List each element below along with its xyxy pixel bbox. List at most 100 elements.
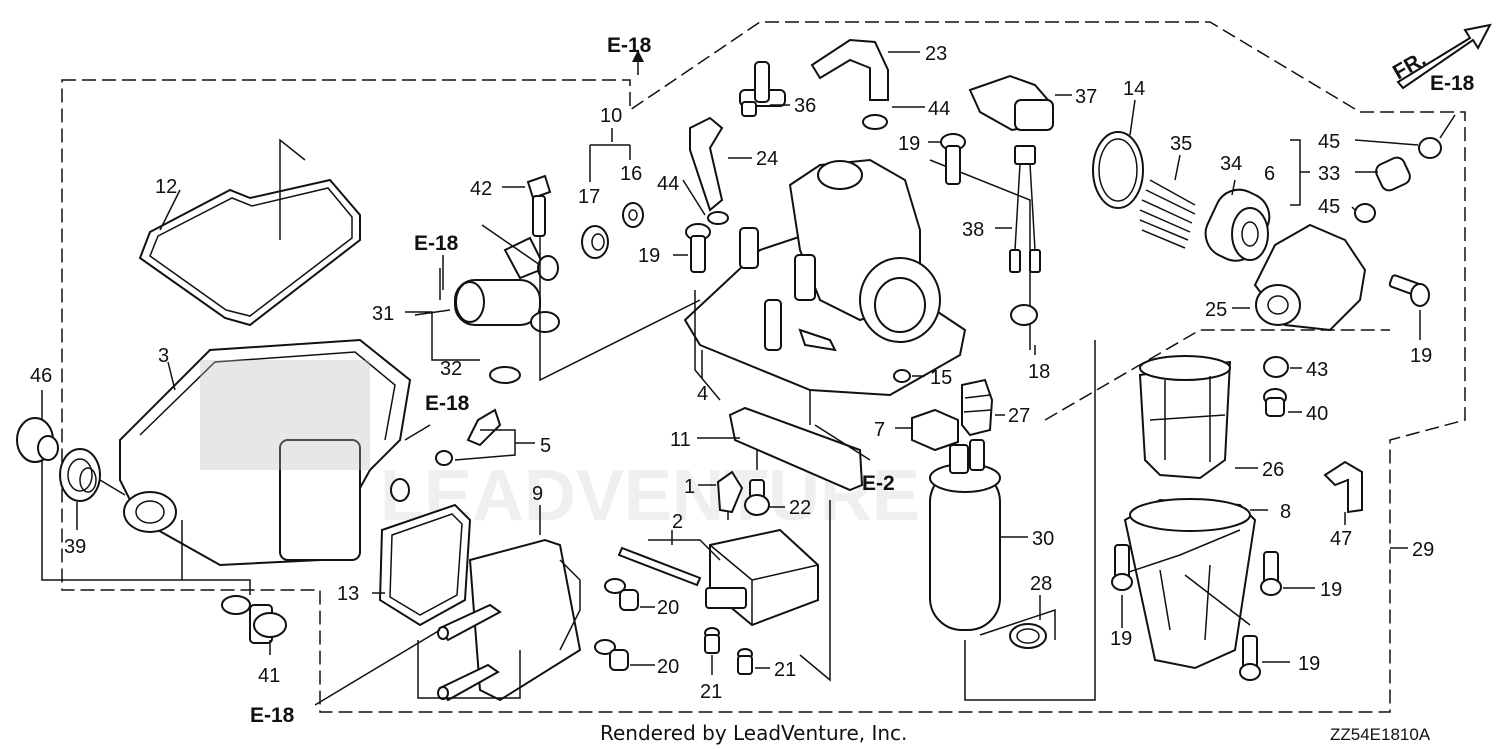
callout-19d: 19: [1110, 628, 1132, 650]
cup-8: [1123, 498, 1257, 670]
harness-38: [1009, 145, 1041, 273]
callout-38: 38: [962, 219, 984, 241]
callout-30: 30: [1032, 528, 1054, 550]
fitting-5: [390, 408, 502, 502]
washer-45b: [1354, 203, 1376, 223]
callout-45b: 45: [1318, 196, 1340, 218]
callout-46: 46: [30, 365, 52, 387]
callout-27: 27: [1008, 405, 1030, 427]
footer-code: ZZ54E1810A: [1330, 725, 1431, 744]
gasket-12: [138, 178, 361, 327]
footer-credit: Rendered by LeadVenture, Inc.: [600, 721, 907, 745]
plug-46: [16, 417, 59, 463]
leader-9-bracket: [417, 559, 581, 699]
leader-10: [589, 128, 631, 182]
oring-15: [893, 369, 911, 383]
callout-14: 14: [1123, 78, 1145, 100]
leader-31: [405, 309, 480, 361]
cover-plate-9: [437, 538, 582, 702]
leader-45a: [1354, 139, 1419, 146]
bolt-19a: [685, 223, 711, 273]
callout-32: 32: [440, 358, 462, 380]
callout-45a: 45: [1318, 131, 1340, 153]
callout-19b: 19: [898, 133, 920, 155]
spring-35: [1139, 179, 1196, 249]
bolt-42: [526, 174, 552, 237]
leader-12: [159, 138, 306, 240]
connector-1: [716, 470, 744, 520]
callout-43: 43: [1306, 359, 1328, 381]
orientation-fr: FR.: [1389, 47, 1430, 84]
callout-20a: 20: [657, 597, 679, 619]
callout-47: 47: [1330, 528, 1352, 550]
callout-10: 10: [600, 105, 622, 127]
screw-20a: [604, 578, 639, 611]
bolt-19f: [1239, 635, 1261, 681]
ring-28: [1009, 623, 1047, 649]
oring-14: [1092, 131, 1144, 209]
grommet-39: [59, 448, 101, 502]
assembly-outline: [61, 21, 1466, 713]
strainer-26: [1138, 355, 1232, 480]
ref-e18-left: E-18: [414, 232, 459, 255]
arrow-fr: [1396, 23, 1492, 90]
callout-6: 6: [1264, 163, 1275, 185]
rail-11: [728, 406, 864, 492]
callout-19e: 19: [1320, 579, 1342, 601]
washer-17: [581, 225, 609, 259]
leader-cup-bracket: [1119, 529, 1251, 626]
leader-44a: [682, 179, 706, 216]
callout-21a: 21: [700, 681, 722, 703]
screw-20b: [594, 639, 629, 671]
ref-e18-top: E-18: [607, 34, 652, 57]
leader-39: [76, 479, 126, 530]
ref-e18-mid: E-18: [425, 392, 470, 415]
callout-19c: 19: [1410, 345, 1432, 367]
bolt-19e: [1260, 551, 1282, 596]
callout-5: 5: [540, 435, 551, 457]
callout-3: 3: [158, 345, 169, 367]
bolt-21a: [704, 627, 720, 654]
callout-2: 2: [672, 511, 683, 533]
boot-27: [961, 378, 994, 437]
bolt-22: [744, 479, 770, 516]
callout-12: 12: [155, 176, 177, 198]
fitting-33: [1375, 156, 1411, 192]
leader-45b: [1351, 206, 1356, 211]
leader-2: [648, 530, 721, 561]
callout-15: 15: [930, 367, 952, 389]
bolt-19d: [1111, 544, 1133, 591]
washer-16: [622, 202, 644, 228]
leader-throttle-bracket: [694, 159, 1031, 425]
ref-e18-bottom: E-18: [250, 704, 295, 727]
leader-pump-bracket: [964, 340, 1096, 701]
leader-left-bracket: [41, 460, 251, 595]
callout-26: 26: [1262, 459, 1284, 481]
arrow-e2: [814, 424, 871, 461]
clamp-44b: [862, 114, 888, 130]
leader-21-bracket: [799, 500, 831, 682]
arrow-e18-bottom: [314, 629, 441, 706]
callout-36: 36: [794, 95, 816, 117]
callout-21b: 21: [774, 659, 796, 681]
callout-16: 16: [620, 163, 642, 185]
callout-4: 4: [697, 383, 708, 405]
sensor-37: [968, 74, 1054, 132]
arrow-e18-mid: [404, 424, 431, 441]
callout-19f: 19: [1298, 653, 1320, 675]
callout-35: 35: [1170, 133, 1192, 155]
callout-42: 42: [470, 178, 492, 200]
callout-7: 7: [874, 419, 885, 441]
tee-36: [739, 61, 786, 117]
leader-regulator-link: [481, 220, 701, 382]
callout-34: 34: [1220, 153, 1242, 175]
callout-17: 17: [578, 186, 600, 208]
callout-41: 41: [258, 665, 280, 687]
callout-9: 9: [532, 483, 543, 505]
leader-e18-top-right: [1439, 114, 1456, 139]
leader-5: [454, 429, 535, 461]
callout-22: 22: [789, 497, 811, 519]
fuel-pump-30: [929, 439, 1001, 631]
bolt-19c: [1388, 274, 1430, 307]
